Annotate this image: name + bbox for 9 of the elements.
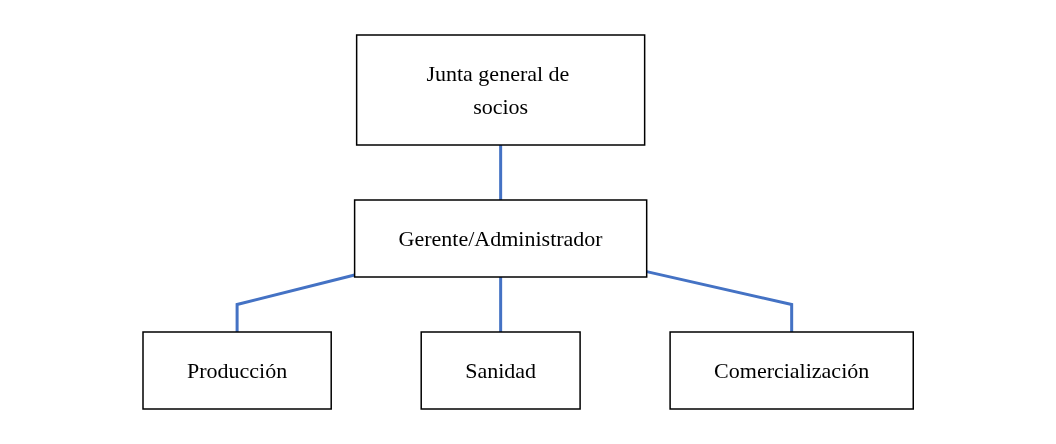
node-box: Gerente/Administrador <box>353 199 648 278</box>
connector <box>646 270 794 332</box>
connector <box>499 277 502 332</box>
node-box: Comercialización <box>669 331 914 410</box>
node-box: Producción <box>142 331 332 410</box>
connector <box>235 273 355 332</box>
node-box: Sanidad <box>420 331 581 410</box>
node-box: Junta general de socios <box>355 34 646 146</box>
connector <box>499 145 502 200</box>
